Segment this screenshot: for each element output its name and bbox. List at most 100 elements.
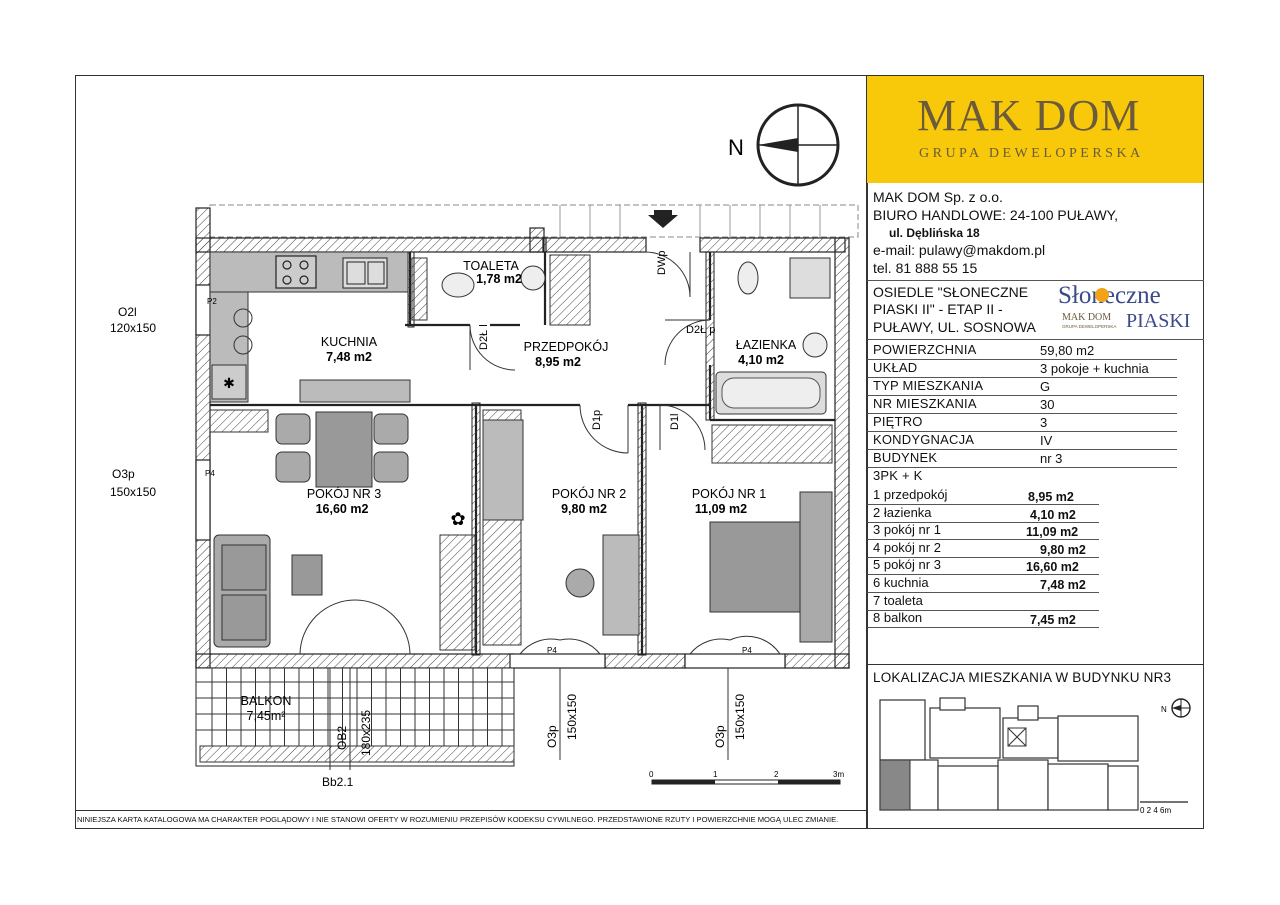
room-label: 6 kuchnia — [873, 575, 929, 590]
w-o3p: O3p — [112, 467, 135, 481]
room-label: 4 pokój nr 2 — [873, 539, 941, 555]
r-toaleta-n: TOALETA — [463, 259, 519, 273]
room-area: 9,80 m2 — [1040, 542, 1086, 557]
spec-value: 3 pokoje + kuchnia — [1040, 361, 1149, 376]
room-area: 7,45 m2 — [1030, 613, 1076, 628]
toilet-icon — [737, 261, 759, 295]
sun-icon — [1095, 288, 1109, 302]
estate-line-1: OSIEDLE "SŁONECZNE — [873, 284, 1029, 300]
r-p2-a: 9,80 m2 — [561, 502, 607, 516]
plant-icon: ✿ — [450, 509, 465, 529]
spec-label: UKŁAD — [873, 360, 918, 375]
d-d1p: D1p — [591, 410, 603, 430]
logo-text: MAK DOM — [917, 91, 1141, 140]
estate-line-3: PUŁAWY, UL. SOSNOWA — [873, 319, 1036, 335]
r-balkon-n: BALKON — [241, 694, 292, 708]
w-o2l-s: 120x150 — [110, 321, 156, 335]
d-dwp: DWp — [656, 251, 668, 275]
fridge-icon — [211, 364, 247, 400]
dining-table — [275, 411, 409, 488]
plan-n: N — [728, 135, 744, 160]
w-ob2-s: 180x235 — [359, 710, 373, 756]
w-o3p-s: 150x150 — [110, 485, 156, 499]
estate-line-2: PIASKI II" - ETAP II - — [873, 301, 1003, 317]
sheet-divider — [866, 75, 868, 829]
w-o3pa: O3p — [545, 725, 559, 748]
r-przed-n: PRZEDPOKÓJ — [524, 339, 609, 354]
room-area: 8,95 m2 — [1028, 490, 1074, 504]
company-office: BIURO HANDLOWE: 24-100 PUŁAWY, — [873, 207, 1119, 223]
sc2: 2 — [774, 770, 779, 779]
location-title: LOKALIZACJA MIESZKANIA W BUDYNKU NR3 — [873, 670, 1172, 685]
sc0: 0 — [649, 770, 654, 779]
room-label: 8 balkon — [873, 610, 923, 626]
w-ob2: OB2 — [335, 726, 349, 750]
r-lazienka-a: 4,10 m2 — [738, 353, 784, 367]
rooms-title: 3PK + K — [873, 468, 923, 483]
makdom-logo: MAK DOM GRUPA DEWELOPERSKA — [867, 76, 1203, 183]
d-d2lb: D2Ł p — [686, 324, 715, 336]
r-balkon-a: 7,45m² — [247, 709, 286, 723]
r-p1-a: 11,09 m2 — [695, 502, 747, 516]
spec-value: IV — [1040, 433, 1053, 448]
spec-value: G — [1040, 379, 1051, 394]
company-name: MAK DOM Sp. z o.o. — [873, 189, 1003, 205]
sc3: 3m — [833, 770, 844, 779]
room-label: 3 pokój nr 1 — [873, 522, 941, 538]
room-area: 11,09 m2 — [1026, 525, 1079, 540]
mini-compass-icon — [1171, 698, 1191, 718]
sc1: 1 — [713, 770, 718, 779]
spec-value: 59,80 m2 — [1040, 343, 1095, 358]
d-d2la: D2Ł l — [478, 324, 490, 350]
company-street: ul. Dęblińska 18 — [889, 226, 980, 240]
sofa-icon — [213, 534, 271, 648]
w-o3pb: O3p — [713, 725, 727, 748]
d-p4a: P4 — [205, 469, 215, 478]
r-lazienka-n: ŁAZIENKA — [736, 338, 797, 352]
r-kuchnia-n: KUCHNIA — [321, 335, 378, 349]
d-p2: P2 — [207, 297, 217, 306]
room-area: 16,60 m2 — [1026, 560, 1079, 575]
spec-label: BUDYNEK — [873, 450, 938, 465]
spec-label: KONDYGNACJA — [873, 432, 975, 447]
compass-icon — [756, 103, 840, 187]
room-label: 1 przedpokój — [873, 487, 948, 502]
company-phone: tel. 81 888 55 15 — [873, 260, 978, 276]
svg-text:✱: ✱ — [223, 375, 235, 391]
w-bb: Bb2.1 — [322, 775, 354, 789]
r-p2-n: POKÓJ NR 2 — [552, 486, 626, 501]
w-o3pb-s: 150x150 — [733, 694, 747, 740]
d-p4b: P4 — [547, 646, 557, 655]
sloneczne-piaski-logo: Słoneczne MAK DOM GRUPA DEWELOPERSKA PIA… — [1058, 282, 1191, 332]
spec-label: TYP MIESZKANIA — [873, 378, 984, 393]
washbasin-icon — [802, 332, 828, 358]
room-area: 7,48 m2 — [1040, 578, 1086, 592]
logo-subtitle: GRUPA DEWELOPERSKA — [919, 146, 1144, 161]
chair-icon — [565, 568, 595, 598]
spec-label: NR MIESZKANIA — [873, 396, 977, 411]
disclaimer: NINIEJSZA KARTA KATALOGOWA MA CHARAKTER … — [77, 815, 839, 824]
room-label: 5 pokój nr 3 — [873, 557, 941, 573]
spec-label: PIĘTRO — [873, 414, 923, 429]
r-p1-n: POKÓJ NR 1 — [692, 486, 766, 501]
sink-icon — [342, 257, 388, 289]
spec-value: 3 — [1040, 415, 1048, 430]
d-d1l: D1l — [669, 413, 681, 430]
w-o3pa-s: 150x150 — [565, 694, 579, 740]
wc-toilet-icon — [441, 272, 475, 298]
bed-icon — [709, 521, 813, 613]
scale-bar — [651, 779, 841, 785]
building-location-map: N 0 2 4 6m — [879, 697, 1191, 815]
r-kuchnia-a: 7,48 m2 — [326, 350, 372, 364]
d-p4c: P4 — [742, 646, 752, 655]
room-label: 7 toaleta — [873, 592, 923, 608]
spec-label: POWIERZCHNIA — [873, 342, 977, 357]
r-toaleta-a: 1,78 m2 — [476, 272, 522, 286]
loc-scale: 0 2 4 6m — [1140, 806, 1171, 815]
spec-value: 30 — [1040, 397, 1055, 412]
stove-icon — [275, 255, 317, 289]
r-p3-n: POKÓJ NR 3 — [307, 486, 381, 501]
w-o2l: O2l — [118, 305, 137, 319]
r-p3-a: 16,60 m2 — [316, 502, 369, 516]
floor-plan: N — [110, 103, 859, 789]
